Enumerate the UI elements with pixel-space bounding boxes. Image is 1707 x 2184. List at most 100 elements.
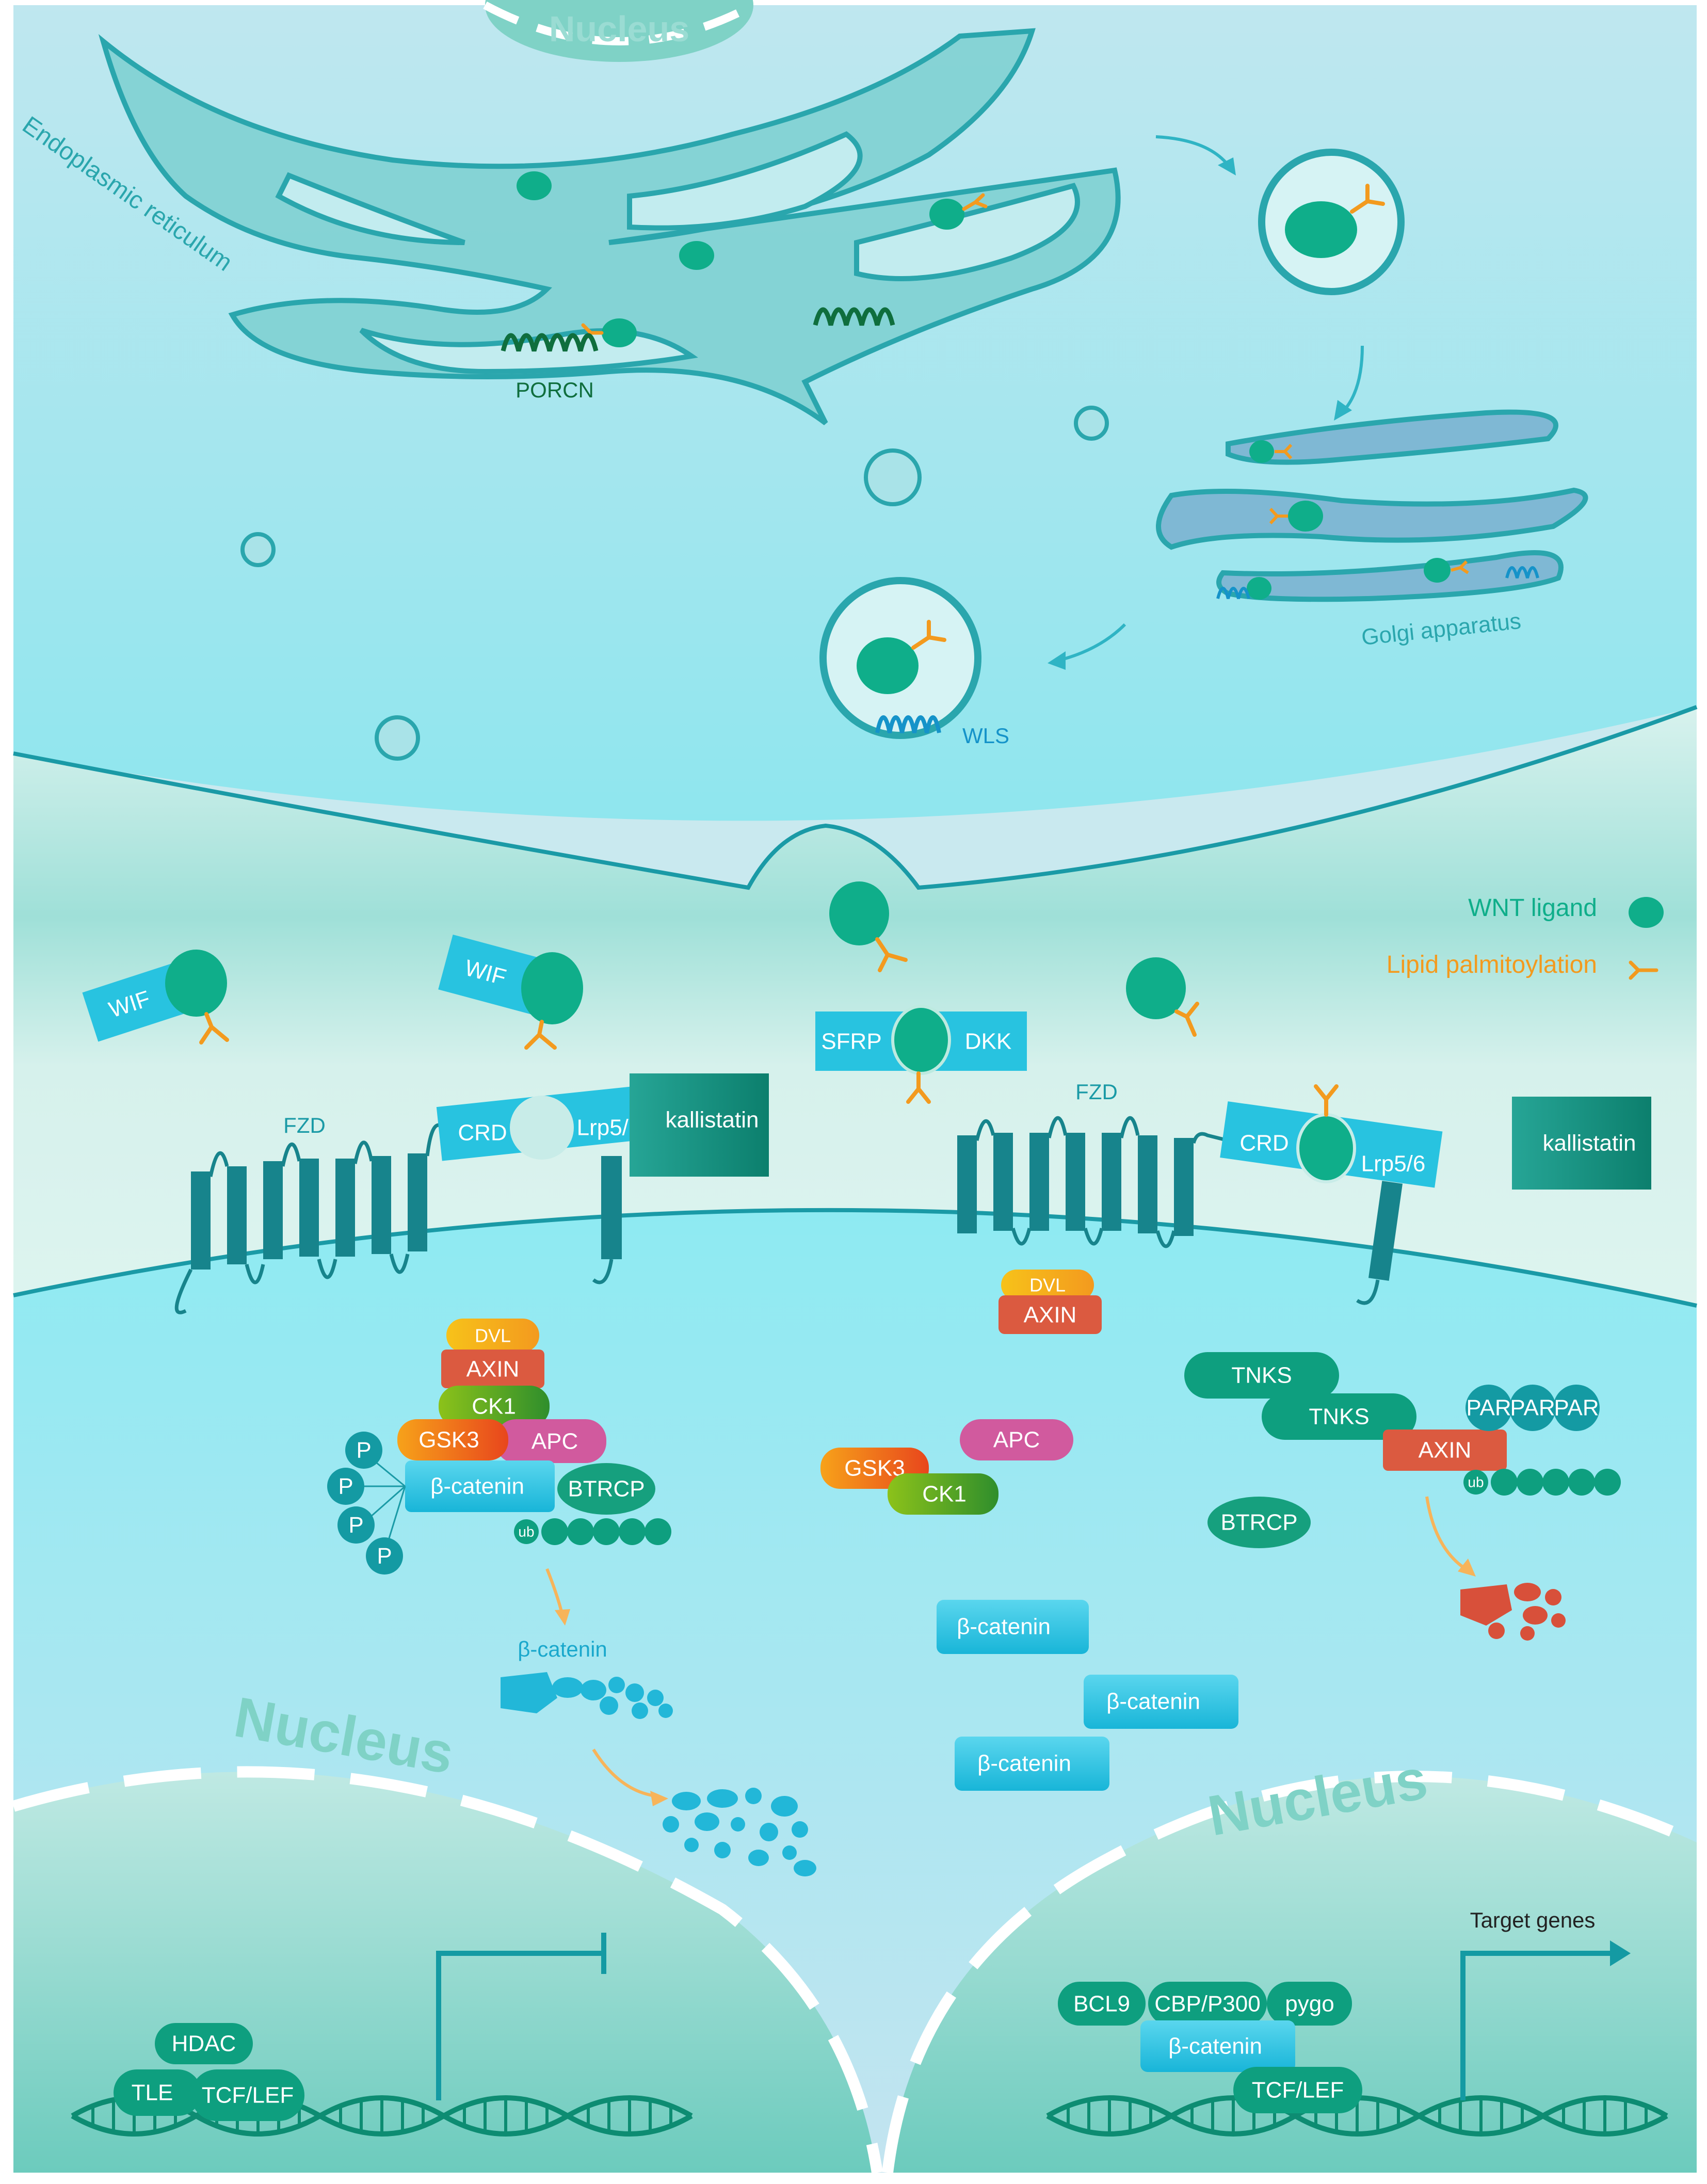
- gsk3-free-label: GSK3: [844, 1456, 905, 1481]
- ck1-left: [439, 1386, 550, 1427]
- right-nucleus-envelope: [882, 1771, 1699, 2174]
- small-vesicle-3: [240, 532, 276, 567]
- arrow-er-to-vesicle: [1155, 135, 1230, 166]
- beta-catenin-left-label: β-catenin: [430, 1474, 524, 1499]
- par-1: [1466, 1385, 1512, 1431]
- beta-catenin-free-3: [955, 1737, 1109, 1791]
- top-nucleus: [485, 0, 753, 62]
- dvl-right-label: DVL: [1029, 1275, 1066, 1296]
- ubiquitin-chain-left: [514, 1518, 671, 1545]
- er-lipid-1: [962, 193, 988, 211]
- vesicle-wnt-ligand-1: [1285, 201, 1357, 258]
- kallistatin-right: [1512, 1097, 1651, 1190]
- golgi-wls-1: [1216, 587, 1250, 599]
- lrp-right-transmembrane: [1368, 1181, 1403, 1281]
- er-wnt-ligand-3: [929, 199, 964, 230]
- crd-left-empty-site: [510, 1096, 574, 1160]
- fzd-left-loops: [174, 1123, 454, 1314]
- golgi-lipid-1: [1275, 443, 1293, 460]
- wls-protein: [875, 715, 941, 733]
- right-nucleus: [888, 1776, 1697, 2173]
- btrcp-free-label: BTRCP: [1220, 1510, 1297, 1535]
- axin-right-label: AXIN: [1024, 1303, 1077, 1328]
- btrcp-free: [1207, 1497, 1311, 1548]
- legend-lipid-label: Lipid palmitoylation: [1387, 951, 1597, 978]
- beta-catenin-degrading-label: β-catenin: [518, 1637, 607, 1661]
- bcl9: [1058, 1982, 1146, 2026]
- top-nucleus-envelope: [483, 1, 755, 45]
- tnks-2-label: TNKS: [1309, 1404, 1369, 1430]
- bcl9-label: BCL9: [1073, 1992, 1130, 2017]
- ub-right-label: ub: [1468, 1474, 1484, 1490]
- arrow-golgi-to-vesicle: [1057, 623, 1126, 662]
- free-lipid-2: [1174, 1002, 1199, 1037]
- crd-right-lipid: [1314, 1084, 1339, 1117]
- par-1-label: PAR: [1466, 1395, 1511, 1421]
- phospho-3: [337, 1506, 375, 1544]
- par-chain: PAR PAR PAR: [1466, 1385, 1600, 1431]
- lrp-right-label: Lrp5/6: [1361, 1151, 1426, 1177]
- endoplasmic-reticulum: [98, 28, 1121, 426]
- crd-left-label: CRD: [458, 1120, 507, 1146]
- dvl-right: [1001, 1270, 1094, 1300]
- fzd-right-loops: [975, 1116, 1229, 1248]
- tnks-1: [1184, 1352, 1339, 1399]
- dkk-label: DKK: [965, 1029, 1011, 1054]
- top-nucleus-label: Nucleus: [549, 9, 689, 49]
- crd-right-label: CRD: [1239, 1131, 1289, 1156]
- beta-catenin-nuclear-label: β-catenin: [1168, 2034, 1262, 2059]
- legend-lipid-swatch: [1629, 960, 1658, 980]
- er-wnt-ligand-1: [517, 171, 552, 200]
- lrp-right-tail: [1356, 1279, 1380, 1305]
- arrowhead-5: [650, 1791, 668, 1806]
- beta-catenin-nuclear: [1140, 2020, 1295, 2072]
- btrcp-left-label: BTRCP: [568, 1476, 645, 1502]
- free-wnt-ligand-2: [1126, 957, 1186, 1019]
- phospho-3-label: P: [348, 1513, 363, 1538]
- golgi-wnt-4: [1247, 577, 1271, 600]
- active-promoter: [1460, 1951, 1615, 2100]
- axin-fragments: [1460, 1583, 1566, 1641]
- apc-left-label: APC: [532, 1429, 578, 1454]
- apc-left: [495, 1419, 606, 1463]
- small-vesicle-4: [375, 715, 420, 761]
- beta-catenin-free-2-label: β-catenin: [1106, 1689, 1200, 1714]
- ck1-free-label: CK1: [922, 1482, 967, 1507]
- golgi-wls-2: [1505, 566, 1539, 579]
- vesicle-wnt-ligand-2: [857, 637, 919, 694]
- dvl-left: [446, 1319, 539, 1352]
- tnks-1-label: TNKS: [1231, 1363, 1292, 1388]
- er-wnt-ligand-2: [679, 241, 714, 270]
- sfrp-dkk-wnt: [891, 1005, 951, 1075]
- fzd-left: [191, 1153, 427, 1270]
- tle-label: TLE: [132, 2080, 173, 2106]
- sfrp-dkk-lipid: [906, 1071, 931, 1104]
- porcn-label: PORCN: [516, 378, 594, 402]
- beta-catenin-free-2: [1084, 1675, 1238, 1729]
- golgi-wnt-3: [1424, 558, 1451, 583]
- arrowhead-4: [555, 1609, 570, 1626]
- axin-left-label: AXIN: [466, 1357, 520, 1382]
- wif-2-lipid: [524, 1020, 557, 1050]
- vesicle-lipid-2: [911, 620, 946, 650]
- lrp-left-transmembrane: [601, 1156, 622, 1259]
- apc-free-label: APC: [993, 1427, 1040, 1453]
- kallistatin-left: [630, 1073, 769, 1177]
- wif-1-wnt: [165, 950, 227, 1017]
- ubiquitin-chain-right: [1463, 1469, 1621, 1496]
- left-nucleus-envelope: [11, 1766, 883, 2174]
- tcf-lef-right-label: TCF/LEF: [1252, 2078, 1344, 2103]
- active-promoter-arrowhead: [1610, 1940, 1631, 1966]
- pygo-label: pygo: [1285, 1992, 1334, 2017]
- axin-right: [999, 1295, 1102, 1334]
- sfrp-label: SFRP: [821, 1029, 881, 1054]
- target-genes-label: Target genes: [1470, 1908, 1596, 1932]
- arrowhead-1: [1218, 157, 1236, 175]
- par-2-label: PAR: [1510, 1395, 1555, 1421]
- porcn-protein: [501, 333, 599, 352]
- par-3-label: PAR: [1554, 1395, 1599, 1421]
- beta-catenin-free-1-label: β-catenin: [957, 1614, 1051, 1640]
- phospho-4: [366, 1537, 403, 1575]
